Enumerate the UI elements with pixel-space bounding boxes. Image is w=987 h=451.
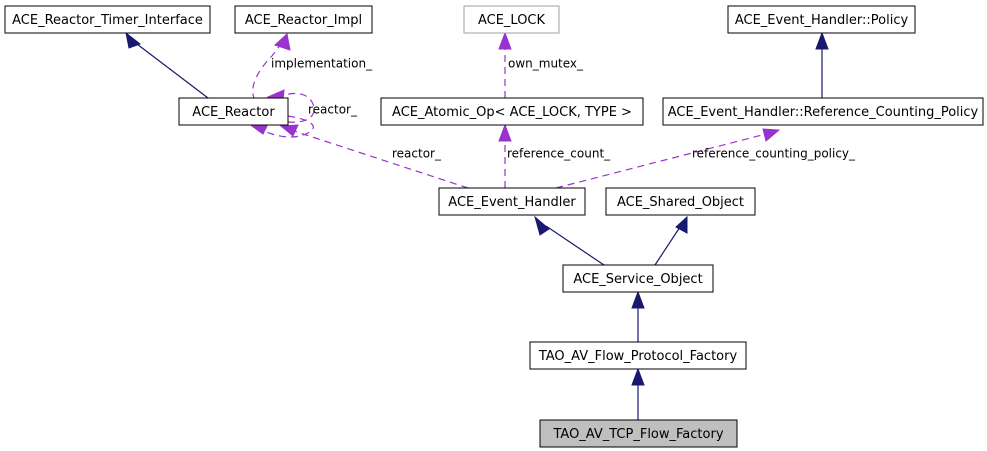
edge-refcountpolicy-to-policy: [815, 31, 829, 98]
class-node-box[interactable]: [234, 5, 373, 34]
class-node-box[interactable]: [662, 97, 984, 126]
class-node-label: ACE_Reactor_Timer_Interface: [12, 13, 203, 28]
edge-layer: [125, 31, 829, 420]
class-node-ace-reactor[interactable]: ACE_Reactor: [178, 97, 289, 126]
class-node-box[interactable]: [438, 187, 586, 216]
class-node-tao-av-tcp-flow-factory[interactable]: TAO_AV_TCP_Flow_Factory: [539, 419, 738, 448]
edge-eventhandler-to-reactor: [279, 124, 469, 189]
node-layer: ACE_Reactor_Timer_Interface ACE_Reactor_…: [4, 5, 984, 448]
class-node-label: ACE_Event_Handler: [448, 195, 576, 210]
edge-reactor-to-reactor-impl: [252, 33, 291, 101]
class-node-label: ACE_Reactor: [192, 105, 275, 120]
edge-label-reference-count: reference_count_: [507, 147, 611, 161]
class-node-box[interactable]: [605, 187, 756, 216]
class-node-box[interactable]: [727, 5, 916, 34]
class-node-ace-lock[interactable]: ACE_LOCK: [463, 5, 560, 34]
edge-atomicop-to-ace-lock: [498, 31, 512, 98]
class-node-box[interactable]: [463, 5, 560, 34]
class-node-label: TAO_AV_TCP_Flow_Factory: [552, 427, 723, 442]
edge-label-reference-counting-policy: reference_counting_policy_: [692, 147, 856, 161]
edge-tcpflowfactory-to-flowprotocolfactory: [631, 367, 645, 420]
edge-eventhandler-to-refcountpolicy: [555, 128, 781, 189]
class-node-label: ACE_Event_Handler::Reference_Counting_Po…: [668, 105, 979, 120]
class-node-ace-event-handler-policy[interactable]: ACE_Event_Handler::Policy: [727, 5, 916, 34]
class-node-ace-reactor-timer-interface[interactable]: ACE_Reactor_Timer_Interface: [4, 5, 211, 34]
class-node-box[interactable]: [562, 264, 714, 293]
edge-serviceobject-to-sharedobject: [654, 215, 688, 266]
edge-label-reactor-self: reactor_: [308, 103, 358, 117]
class-node-box[interactable]: [539, 419, 738, 448]
class-node-box[interactable]: [178, 97, 289, 126]
class-node-label: ACE_Atomic_Op< ACE_LOCK, TYPE >: [392, 105, 632, 120]
class-node-box[interactable]: [380, 97, 644, 126]
edge-label-layer: implementation_ own_mutex_ reactor_ reac…: [271, 57, 856, 161]
edge-flowprotocolfactory-to-serviceobject: [631, 290, 645, 342]
class-node-box[interactable]: [529, 341, 747, 370]
class-node-ace-event-handler-reference-counting-policy[interactable]: ACE_Event_Handler::Reference_Counting_Po…: [662, 97, 984, 126]
class-node-ace-shared-object[interactable]: ACE_Shared_Object: [605, 187, 756, 216]
edge-eventhandler-to-atomicop: [498, 123, 512, 188]
class-node-label: ACE_Shared_Object: [617, 195, 744, 210]
edge-serviceobject-to-eventhandler: [534, 215, 605, 266]
class-node-label: ACE_Service_Object: [573, 272, 702, 287]
class-node-label: ACE_Event_Handler::Policy: [735, 13, 909, 28]
class-node-label: ACE_LOCK: [478, 13, 546, 28]
edge-label-own-mutex: own_mutex_: [508, 57, 584, 71]
class-node-ace-reactor-impl[interactable]: ACE_Reactor_Impl: [234, 5, 373, 34]
edge-label-implementation: implementation_: [271, 57, 373, 71]
class-node-ace-event-handler[interactable]: ACE_Event_Handler: [438, 187, 586, 216]
edge-reactor-to-timer-interface: [125, 31, 209, 99]
class-node-tao-av-flow-protocol-factory[interactable]: TAO_AV_Flow_Protocol_Factory: [529, 341, 747, 370]
class-node-label: TAO_AV_Flow_Protocol_Factory: [538, 349, 738, 364]
class-node-ace-atomic-op[interactable]: ACE_Atomic_Op< ACE_LOCK, TYPE >: [380, 97, 644, 126]
class-node-box[interactable]: [4, 5, 211, 34]
class-node-ace-service-object[interactable]: ACE_Service_Object: [562, 264, 714, 293]
edge-label-reactor-handler: reactor_: [392, 147, 442, 161]
class-node-label: ACE_Reactor_Impl: [245, 13, 362, 28]
